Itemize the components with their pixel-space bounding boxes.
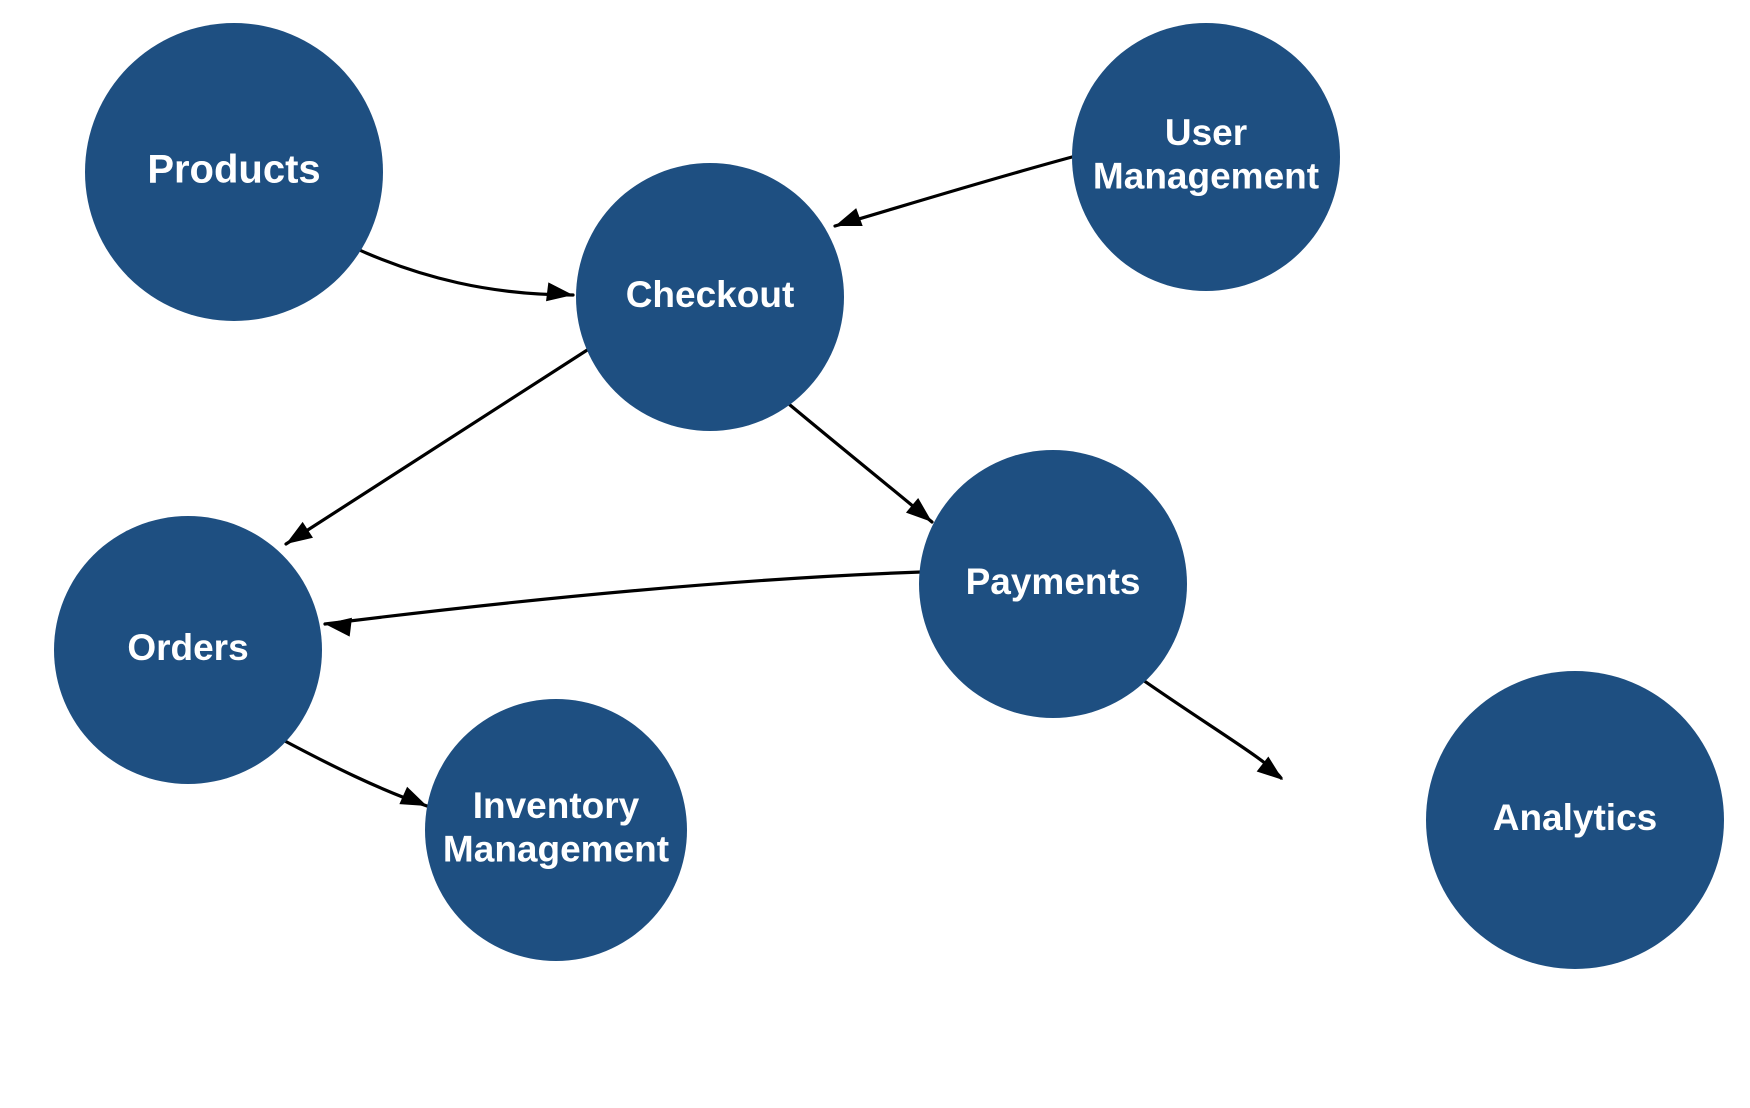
arrow-head-icon (325, 617, 352, 637)
edge-payments-to-orders (323, 570, 923, 637)
edge-line (1138, 676, 1283, 780)
node-orders[interactable]: Orders (54, 516, 322, 784)
node-circle[interactable] (54, 516, 322, 784)
node-circle[interactable] (425, 699, 687, 961)
arrow-head-icon (286, 521, 313, 544)
edge-payments-to-analytics (1138, 676, 1283, 780)
arrow-head-icon (905, 498, 932, 522)
edge-orders-to-inventory-management (281, 738, 429, 808)
arrow-head-icon (546, 282, 573, 302)
arrow-head-icon (399, 786, 427, 806)
node-circle[interactable] (576, 163, 844, 431)
node-payments[interactable]: Payments (919, 450, 1187, 718)
node-analytics[interactable]: Analytics (1426, 671, 1724, 969)
arrow-head-icon (835, 208, 863, 227)
node-products[interactable]: Products (85, 23, 383, 321)
edge-line (323, 570, 923, 626)
node-circle[interactable] (1072, 23, 1340, 291)
edge-line (833, 155, 1074, 228)
node-circle[interactable] (1426, 671, 1724, 969)
node-checkout[interactable]: Checkout (576, 163, 844, 431)
node-circle[interactable] (85, 23, 383, 321)
edge-products-to-checkout (328, 234, 575, 302)
node-circle[interactable] (919, 450, 1187, 718)
edge-line (284, 343, 597, 546)
edge-line (788, 403, 934, 524)
edge-user-management-to-checkout (833, 155, 1074, 228)
edge-line (328, 234, 575, 297)
edge-checkout-to-payments (788, 403, 934, 524)
edges-layer (281, 155, 1283, 808)
edge-checkout-to-orders (284, 343, 597, 546)
arrow-head-icon (1256, 756, 1283, 780)
